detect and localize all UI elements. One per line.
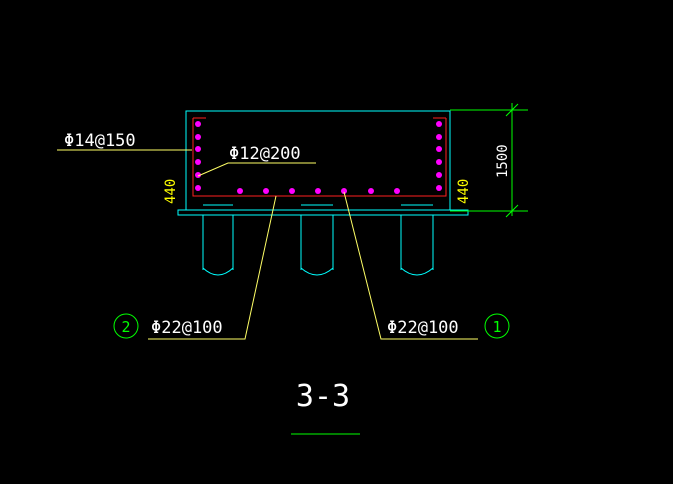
inner-bar-label: Φ12@200	[229, 144, 301, 164]
height-dimension	[450, 103, 528, 218]
tag-right-text: 1	[492, 318, 501, 336]
rebar-dot-icon	[195, 121, 442, 194]
pile-cap-outline	[185, 110, 451, 211]
bottom-bar-right-label: Φ22@100	[387, 318, 459, 338]
rebar-cage	[192, 118, 447, 197]
cover-left-dim: 440	[163, 179, 179, 204]
leader-lines	[57, 149, 478, 340]
height-dim-text: 1500	[495, 144, 511, 178]
tag-circle-right	[484, 313, 510, 339]
base-slab	[177, 209, 469, 216]
bottom-bar-left-label: Φ22@100	[151, 318, 223, 338]
tag-circle-left	[113, 313, 139, 339]
side-bar-label: Φ14@150	[64, 131, 136, 151]
tag-left-text: 2	[121, 318, 130, 336]
cover-right-dim: 440	[456, 179, 472, 204]
pile-icon	[202, 215, 434, 276]
section-title: 3-3	[296, 379, 350, 414]
